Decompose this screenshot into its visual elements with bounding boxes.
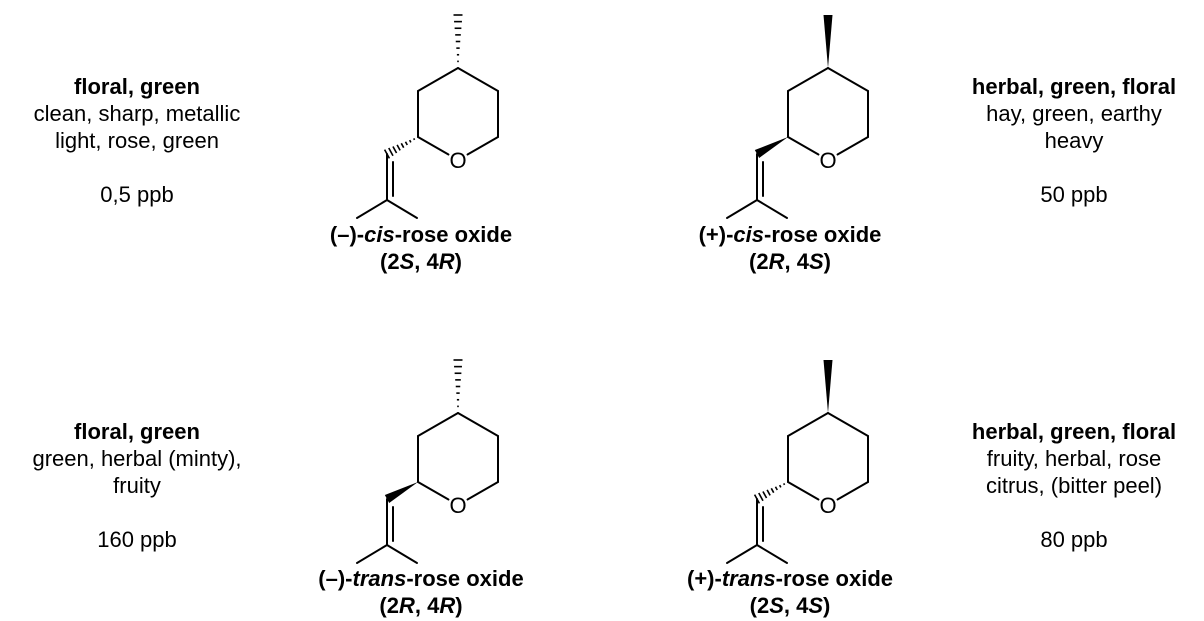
odor-description-cis-plus: herbal, green, floral hay, green, earthy… bbox=[924, 73, 1204, 208]
odor-line: fruity, herbal, rose bbox=[986, 446, 1162, 471]
hash-bar bbox=[770, 487, 775, 494]
compound-configuration: (2S, 4S) bbox=[749, 593, 831, 618]
bond-methyl-right bbox=[386, 544, 418, 564]
odor-line: hay, green, earthy bbox=[986, 101, 1162, 126]
bond-c2-o1 bbox=[417, 481, 450, 501]
bond-c6-o1 bbox=[836, 136, 869, 156]
hash-bar bbox=[388, 147, 394, 157]
methyl-hashed-bond bbox=[453, 359, 463, 408]
odor-main: floral, green bbox=[74, 419, 200, 444]
hash-bar bbox=[396, 144, 401, 151]
bond-methyl-left bbox=[726, 199, 758, 219]
hash-bar bbox=[774, 486, 778, 491]
bond-c6-o1 bbox=[466, 136, 499, 156]
compound-name: (–)-trans-rose oxide bbox=[318, 566, 524, 591]
odor-line: light, rose, green bbox=[55, 128, 219, 153]
sidechain-hashed-bond bbox=[383, 138, 416, 159]
bond-methyl-left bbox=[356, 199, 388, 219]
bond-c2-o1 bbox=[787, 481, 820, 501]
bond-c2-o1 bbox=[787, 136, 820, 156]
skeletal-formula: O bbox=[356, 359, 499, 564]
bond-c3-c4 bbox=[417, 412, 459, 437]
odor-threshold: 160 ppb bbox=[97, 527, 177, 552]
odor-threshold: 50 ppb bbox=[1040, 182, 1108, 207]
hash-bar bbox=[783, 483, 786, 486]
bond-c6-o1 bbox=[466, 481, 499, 501]
methyl-wedge-bond bbox=[823, 15, 833, 68]
compound-name: (–)-cis-rose oxide bbox=[329, 222, 513, 247]
bond-c3-c4 bbox=[417, 67, 459, 92]
bond-c4-c5 bbox=[457, 67, 499, 92]
ring-oxygen-label: O bbox=[819, 148, 836, 173]
odor-threshold: 80 ppb bbox=[1040, 527, 1108, 552]
compound-name: (+)-cis-rose oxide bbox=[698, 222, 882, 247]
bond-c4-c5 bbox=[827, 412, 869, 437]
odor-description-trans-plus: herbal, green, floral fruity, herbal, ro… bbox=[924, 418, 1204, 553]
odor-line: citrus, (bitter peel) bbox=[985, 473, 1163, 498]
bond-c3-c4 bbox=[787, 67, 829, 92]
odor-line: green, herbal (minty), bbox=[32, 446, 242, 471]
odor-main: floral, green bbox=[74, 74, 200, 99]
skeletal-formula: O bbox=[356, 14, 499, 219]
odor-main: herbal, green, floral bbox=[971, 74, 1177, 99]
caption-trans-minus: (–)-trans-rose oxide (2R, 4R) bbox=[271, 565, 571, 619]
sidechain-hashed-bond bbox=[753, 483, 786, 504]
bond-c2-o1 bbox=[417, 136, 450, 156]
compound-configuration: (2R, 4S) bbox=[749, 249, 831, 274]
hash-bar bbox=[413, 138, 416, 141]
skeletal-formula: O bbox=[726, 360, 869, 564]
bond-methyl-right bbox=[756, 544, 788, 564]
bond-methyl-left bbox=[726, 544, 758, 564]
bond-c6-o1 bbox=[836, 481, 869, 501]
hash-bar bbox=[758, 492, 764, 502]
sidechain-wedge-bond bbox=[754, 137, 788, 158]
caption-cis-minus: (–)-cis-rose oxide (2S, 4R) bbox=[271, 221, 571, 275]
ring-oxygen-label: O bbox=[449, 148, 466, 173]
odor-line: fruity bbox=[113, 473, 161, 498]
odor-line: clean, sharp, metallic bbox=[33, 101, 241, 126]
ring-oxygen-label: O bbox=[819, 493, 836, 518]
bond-methyl-right bbox=[386, 199, 418, 219]
odor-line: heavy bbox=[1044, 128, 1104, 153]
caption-trans-plus: (+)-trans-rose oxide (2S, 4S) bbox=[640, 565, 940, 619]
sidechain-wedge-bond bbox=[384, 482, 418, 503]
compound-configuration: (2S, 4R) bbox=[380, 249, 462, 274]
skeletal-formula: O bbox=[726, 15, 869, 219]
bond-c4-c5 bbox=[457, 412, 499, 437]
odor-description-cis-minus: floral, green clean, sharp, metallic lig… bbox=[0, 73, 287, 208]
hash-bar bbox=[762, 491, 768, 499]
hash-bar bbox=[766, 489, 771, 496]
odor-threshold: 0,5 ppb bbox=[100, 182, 174, 207]
hash-bar bbox=[778, 484, 782, 488]
bond-methyl-right bbox=[756, 199, 788, 219]
methyl-wedge-bond bbox=[823, 360, 833, 413]
ring-oxygen-label: O bbox=[449, 493, 466, 518]
bond-c3-c4 bbox=[787, 412, 829, 437]
hash-bar bbox=[404, 141, 408, 146]
odor-main: herbal, green, floral bbox=[971, 419, 1177, 444]
hash-bar bbox=[400, 142, 405, 149]
compound-name: (+)-trans-rose oxide bbox=[687, 566, 893, 591]
bond-methyl-left bbox=[356, 544, 388, 564]
hash-bar bbox=[408, 139, 412, 143]
bond-c4-c5 bbox=[827, 67, 869, 92]
odor-description-trans-minus: floral, green green, herbal (minty), fru… bbox=[0, 418, 287, 553]
caption-cis-plus: (+)-cis-rose oxide (2R, 4S) bbox=[640, 221, 940, 275]
methyl-hashed-bond bbox=[453, 14, 463, 63]
compound-configuration: (2R, 4R) bbox=[379, 593, 463, 618]
hash-bar bbox=[392, 146, 398, 154]
